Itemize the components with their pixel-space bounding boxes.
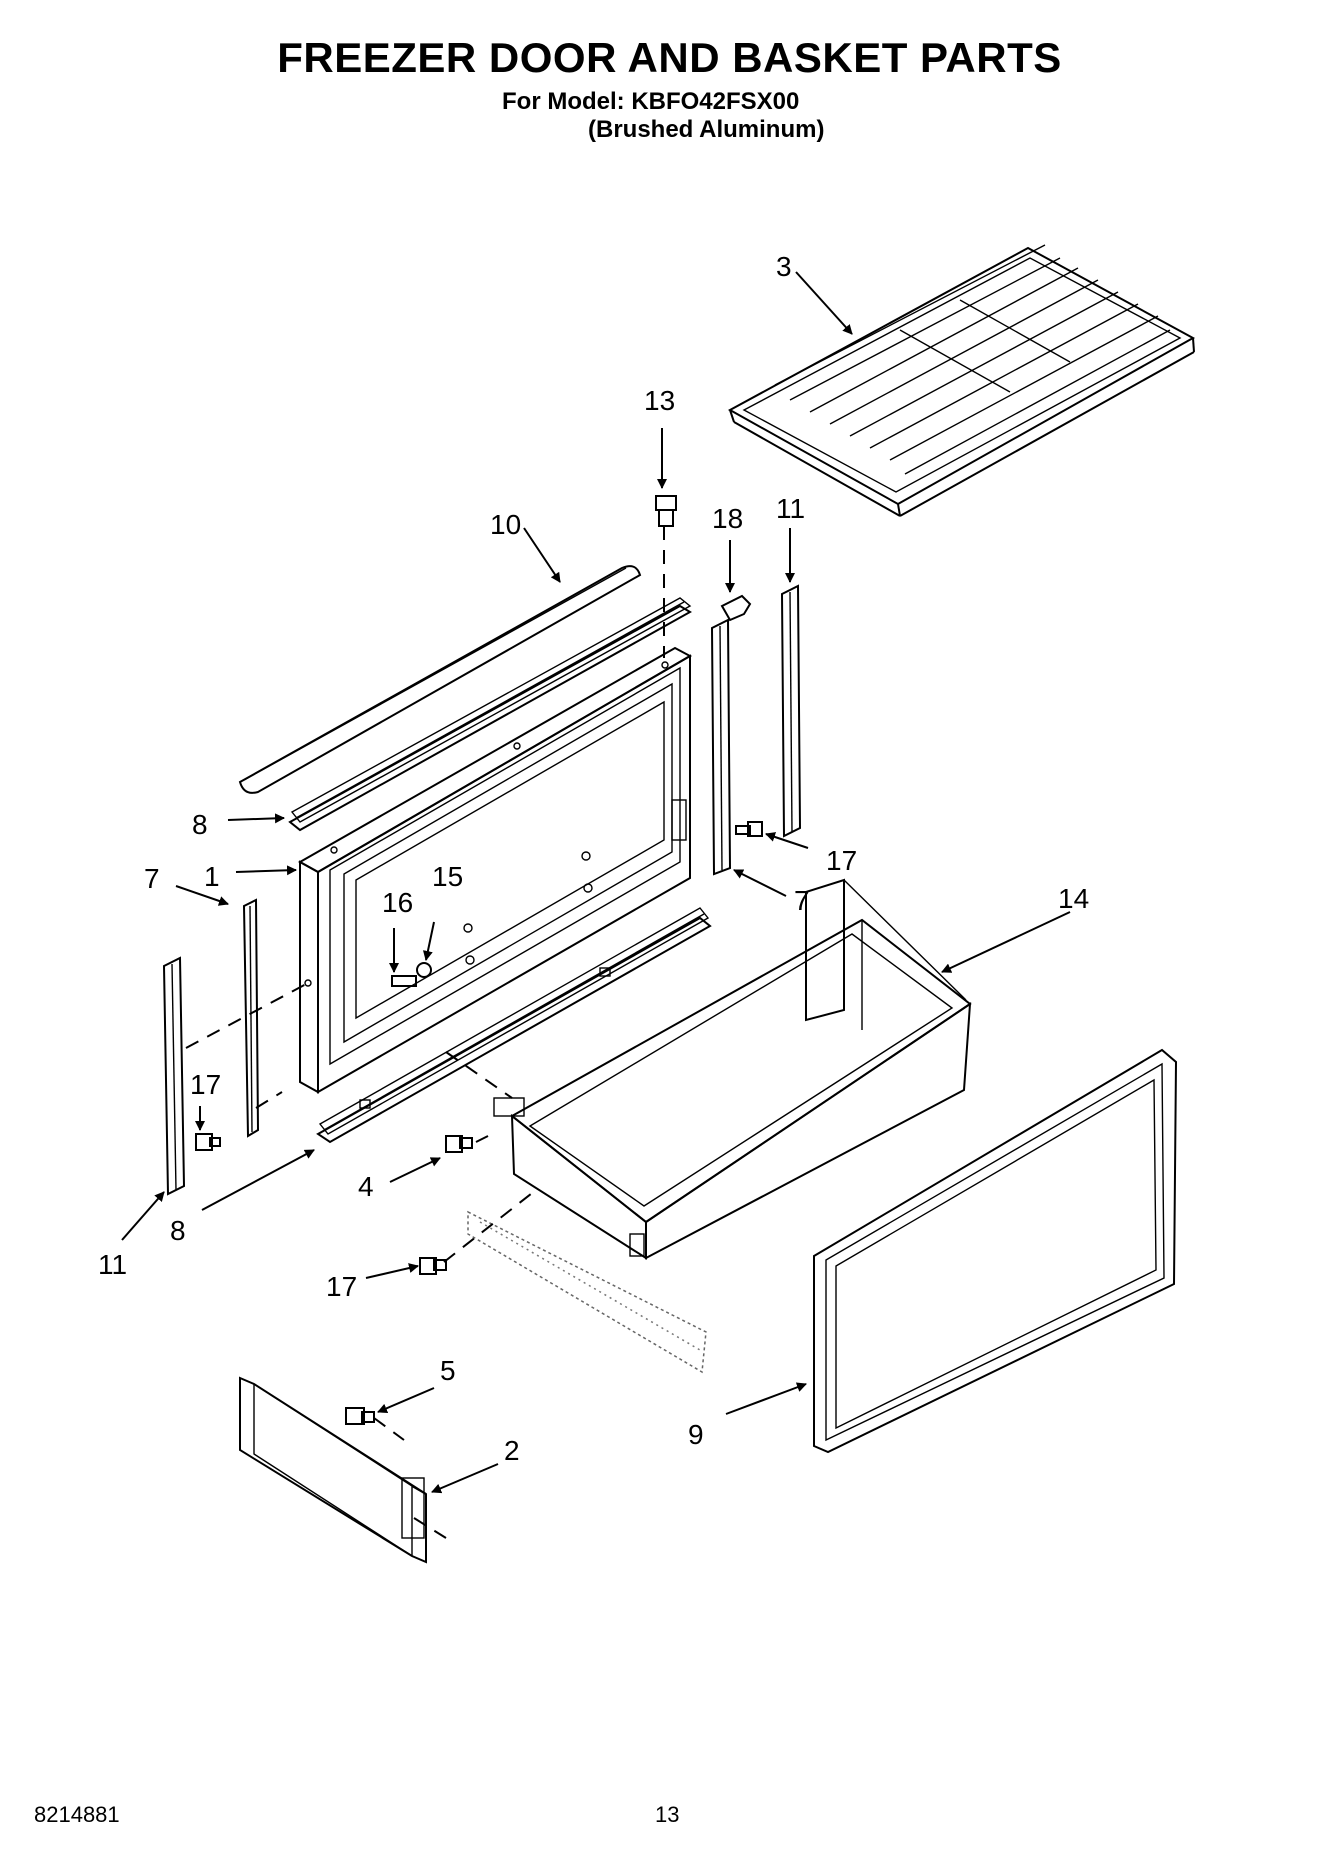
callout-4: 4 [358, 1171, 374, 1202]
callout-9: 9 [688, 1419, 704, 1450]
callout-3: 3 [776, 251, 792, 282]
part-14-basket [493, 878, 972, 1260]
part-4-screw [445, 1135, 473, 1153]
part-11-left-trim [162, 956, 186, 1196]
page-title: FREEZER DOOR AND BASKET PARTS [277, 34, 1062, 81]
part-18-clip [720, 594, 752, 622]
part-8-upper-rail [288, 597, 692, 832]
callout-11-left: 11 [98, 1249, 127, 1280]
drawer-slide-outline [467, 1210, 707, 1374]
leader-arrows [121, 271, 1071, 1494]
callout-13: 13 [644, 385, 675, 416]
part-7-left-trim [242, 898, 260, 1138]
part-13-screw [655, 495, 677, 527]
callout-17-right: 17 [826, 845, 857, 876]
alignment-lines [185, 526, 665, 1539]
part-17-screw-right [735, 821, 763, 837]
callout-18: 18 [712, 503, 743, 534]
part-5-screw [345, 1407, 375, 1425]
page-number: 13 [655, 1802, 680, 1827]
callout-8-upper: 8 [192, 809, 208, 840]
part-11-right-trim [780, 584, 802, 838]
part-7-right-trim [710, 618, 732, 876]
part-1-door-frame [297, 646, 693, 1094]
callout-7-left: 7 [144, 863, 160, 894]
model-number: For Model: KBFO42FSX00 [502, 88, 800, 115]
callout-1: 1 [204, 861, 220, 892]
callout-7-right: 7 [794, 885, 810, 916]
callout-17-left: 17 [190, 1069, 221, 1100]
callout-15: 15 [432, 861, 463, 892]
document-number: 8214881 [34, 1802, 120, 1827]
callout-14: 14 [1058, 883, 1089, 914]
part-3-divider-grid [727, 244, 1196, 517]
part-2-front-panel [239, 1376, 427, 1564]
callout-10: 10 [490, 509, 521, 540]
part-10-top-trim [238, 565, 642, 794]
part-17-screw-lower [419, 1257, 447, 1275]
part-15-nut [416, 962, 432, 978]
callout-8-lower: 8 [170, 1215, 186, 1246]
part-8-lower-rail [316, 907, 712, 1144]
model-finish: (Brushed Aluminum) [588, 116, 825, 143]
callout-2: 2 [504, 1435, 520, 1466]
part-9-gasket [813, 1048, 1178, 1454]
callout-5: 5 [440, 1355, 456, 1386]
part-16-screw [391, 975, 417, 987]
part-17-screw-left [195, 1133, 221, 1151]
callout-16: 16 [382, 887, 413, 918]
callout-11-right: 11 [776, 493, 805, 524]
callout-17-lower: 17 [326, 1271, 357, 1302]
